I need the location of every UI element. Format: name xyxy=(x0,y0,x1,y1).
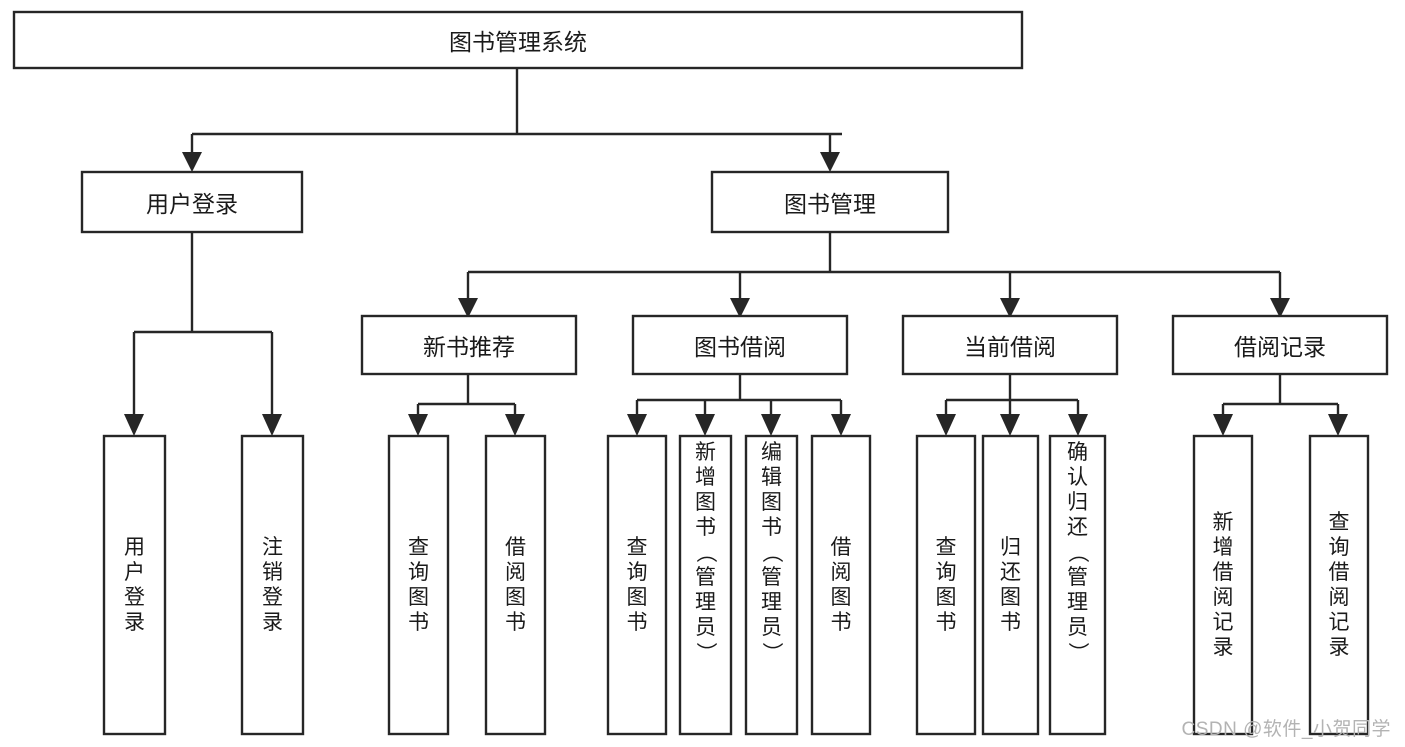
node-new-book-recommend[interactable] xyxy=(360,314,578,376)
node-leaf-borrow-book-2[interactable] xyxy=(810,434,872,736)
node-leaf-add-record[interactable] xyxy=(1192,434,1254,736)
edge-current-borrow-to-leaves xyxy=(936,374,1088,436)
node-leaf-user-login[interactable] xyxy=(102,434,167,736)
edge-user-login-to-leaves xyxy=(124,232,282,436)
node-book-borrow[interactable] xyxy=(631,314,849,376)
node-leaf-return-book[interactable] xyxy=(981,434,1040,736)
edge-book-borrow-to-leaves xyxy=(627,374,851,436)
node-leaf-add-book[interactable] xyxy=(678,434,733,736)
node-leaf-confirm-return[interactable] xyxy=(1048,434,1107,736)
node-leaf-logout[interactable] xyxy=(240,434,305,736)
node-leaf-query-book-2[interactable] xyxy=(606,434,668,736)
node-user-login[interactable] xyxy=(80,170,304,234)
node-leaf-edit-book[interactable] xyxy=(744,434,799,736)
edge-book-management-to-level2 xyxy=(458,232,1290,318)
edge-new-book-recommend-to-leaves xyxy=(408,374,525,436)
node-borrow-record[interactable] xyxy=(1171,314,1389,376)
node-leaf-query-book-1[interactable] xyxy=(387,434,450,736)
node-book-management[interactable] xyxy=(710,170,950,234)
node-current-borrow[interactable] xyxy=(901,314,1119,376)
edge-root-to-children xyxy=(182,68,842,172)
watermark-text: CSDN @软件_小贺同学 xyxy=(1181,719,1391,740)
node-leaf-query-book-3[interactable] xyxy=(915,434,977,736)
node-root[interactable] xyxy=(12,10,1024,70)
edge-borrow-record-to-leaves xyxy=(1213,374,1348,436)
node-leaf-query-record[interactable] xyxy=(1308,434,1370,736)
node-leaf-borrow-book-1[interactable] xyxy=(484,434,547,736)
